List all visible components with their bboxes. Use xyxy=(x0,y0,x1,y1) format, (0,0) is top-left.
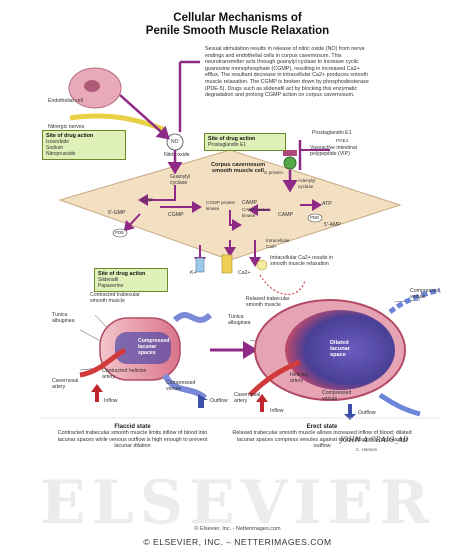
label-helicine-right: Helicine artery xyxy=(290,372,320,384)
label-inflow-right: Inflow xyxy=(270,408,284,414)
flaccid-caption-text: Contracted trabecular smooth muscle limi… xyxy=(50,430,215,450)
label-compressed-venule-right: Compressed venule xyxy=(322,390,354,402)
label-atp: ATP xyxy=(322,201,332,207)
inflow-arrow-left xyxy=(91,384,103,402)
drug-box-1: Site of drug action Isosorbide Sodium Ni… xyxy=(42,130,126,160)
label-camp-kinase: CAMP protein kinase xyxy=(242,207,272,219)
drug-box-1-item-3: Nitroprusside xyxy=(46,151,122,157)
drug-box-3: Site of drug action Sildenafil Papaverin… xyxy=(94,268,168,292)
artist-signature: JOHN A.CRAIG_AD xyxy=(340,436,409,444)
label-contracted-trabecular: Contracted trabecular smooth muscle xyxy=(90,292,148,304)
label-intracellular-ca: Intracellular Ca2+ xyxy=(266,238,296,250)
label-ca-plus: Ca2+ xyxy=(238,270,251,276)
label-cavernosal-right: Cavernosal artery xyxy=(234,392,268,404)
drug-box-2-item-1: Prostaglandin E1 xyxy=(208,142,282,148)
label-five-gmp: 5'-GMP xyxy=(108,210,125,216)
drug-box-2: Site of drug action Prostaglandin E1 xyxy=(204,133,286,151)
label-dilated-lacunar: Dilated lacunar space xyxy=(330,340,362,358)
flaccid-caption: Flaccid state Contracted trabecular smoo… xyxy=(50,424,215,450)
label-no: NO xyxy=(171,139,179,145)
label-pge1: PGE1 xyxy=(336,138,348,144)
label-inflow-left: Inflow xyxy=(104,398,118,404)
drug-box-3-item-2: Papaverine xyxy=(98,283,164,289)
label-k-plus: K+ xyxy=(190,270,197,276)
label-tunica-right: Tunica albuginea xyxy=(228,314,258,326)
artist-signature-sub: C. Hansen xyxy=(356,447,377,452)
label-g-protein: G protein xyxy=(264,170,283,176)
label-relaxed-trabecular: Relaxed trabecular smooth muscle xyxy=(246,296,302,308)
label-decrease-ca: Intracellular Ca2+ results in smooth mus… xyxy=(270,255,334,267)
copyright-line: © Elsevier, Inc. - Netterimages.com xyxy=(0,526,475,532)
label-tunica-left: Tunica albuginea xyxy=(52,312,82,324)
label-nitric-oxide: Nitric oxide xyxy=(164,152,190,158)
label-compressed-lacunar: Compressed lacunar spaces xyxy=(138,338,172,356)
description-text: Sexual stimulation results in release of… xyxy=(205,46,375,99)
label-cgmp-kinase: CGMP protein kinase xyxy=(206,200,236,212)
label-adenylyl-cyclase: Adenylyl cyclase xyxy=(298,178,326,190)
label-outflow-right: Outflow xyxy=(358,410,376,416)
label-endothelial-cell: Endothelial cell xyxy=(48,98,83,104)
outflow-arrow-right xyxy=(344,404,356,420)
label-pde-right: PDE xyxy=(310,215,319,221)
g-protein xyxy=(284,157,296,169)
label-pde-left: PDE xyxy=(115,230,124,236)
label-cavernosal-left: Cavernosal artery xyxy=(52,378,86,390)
label-guanylyl-cyclase: Guanylyl cyclase xyxy=(170,174,204,186)
label-compressed-venule-left: Compressed venule xyxy=(166,380,200,392)
label-cgmp: CGMP xyxy=(168,212,184,218)
copyright-banner: © ELSEVIER, INC. – NETTERIMAGES.COM xyxy=(0,537,475,547)
label-prostaglandin: Prostaglandin E1 xyxy=(312,130,352,136)
label-contracted-helicine: Contracted helicine artery xyxy=(102,368,148,380)
label-corpus-cell: Corpus cavernosum smooth muscle cell xyxy=(210,162,266,175)
label-compressed-venule-top: Compressed venule xyxy=(410,288,450,300)
label-vip: Vasoactive intestinal polypeptide (VIP) xyxy=(310,145,358,157)
label-outflow-left: Outflow xyxy=(210,398,228,404)
label-camp-right: CAMP xyxy=(278,212,293,218)
label-five-amp: 5'-AMP xyxy=(324,222,341,228)
label-gtp: GTP xyxy=(142,198,153,204)
label-camp: CAMP xyxy=(242,200,257,206)
